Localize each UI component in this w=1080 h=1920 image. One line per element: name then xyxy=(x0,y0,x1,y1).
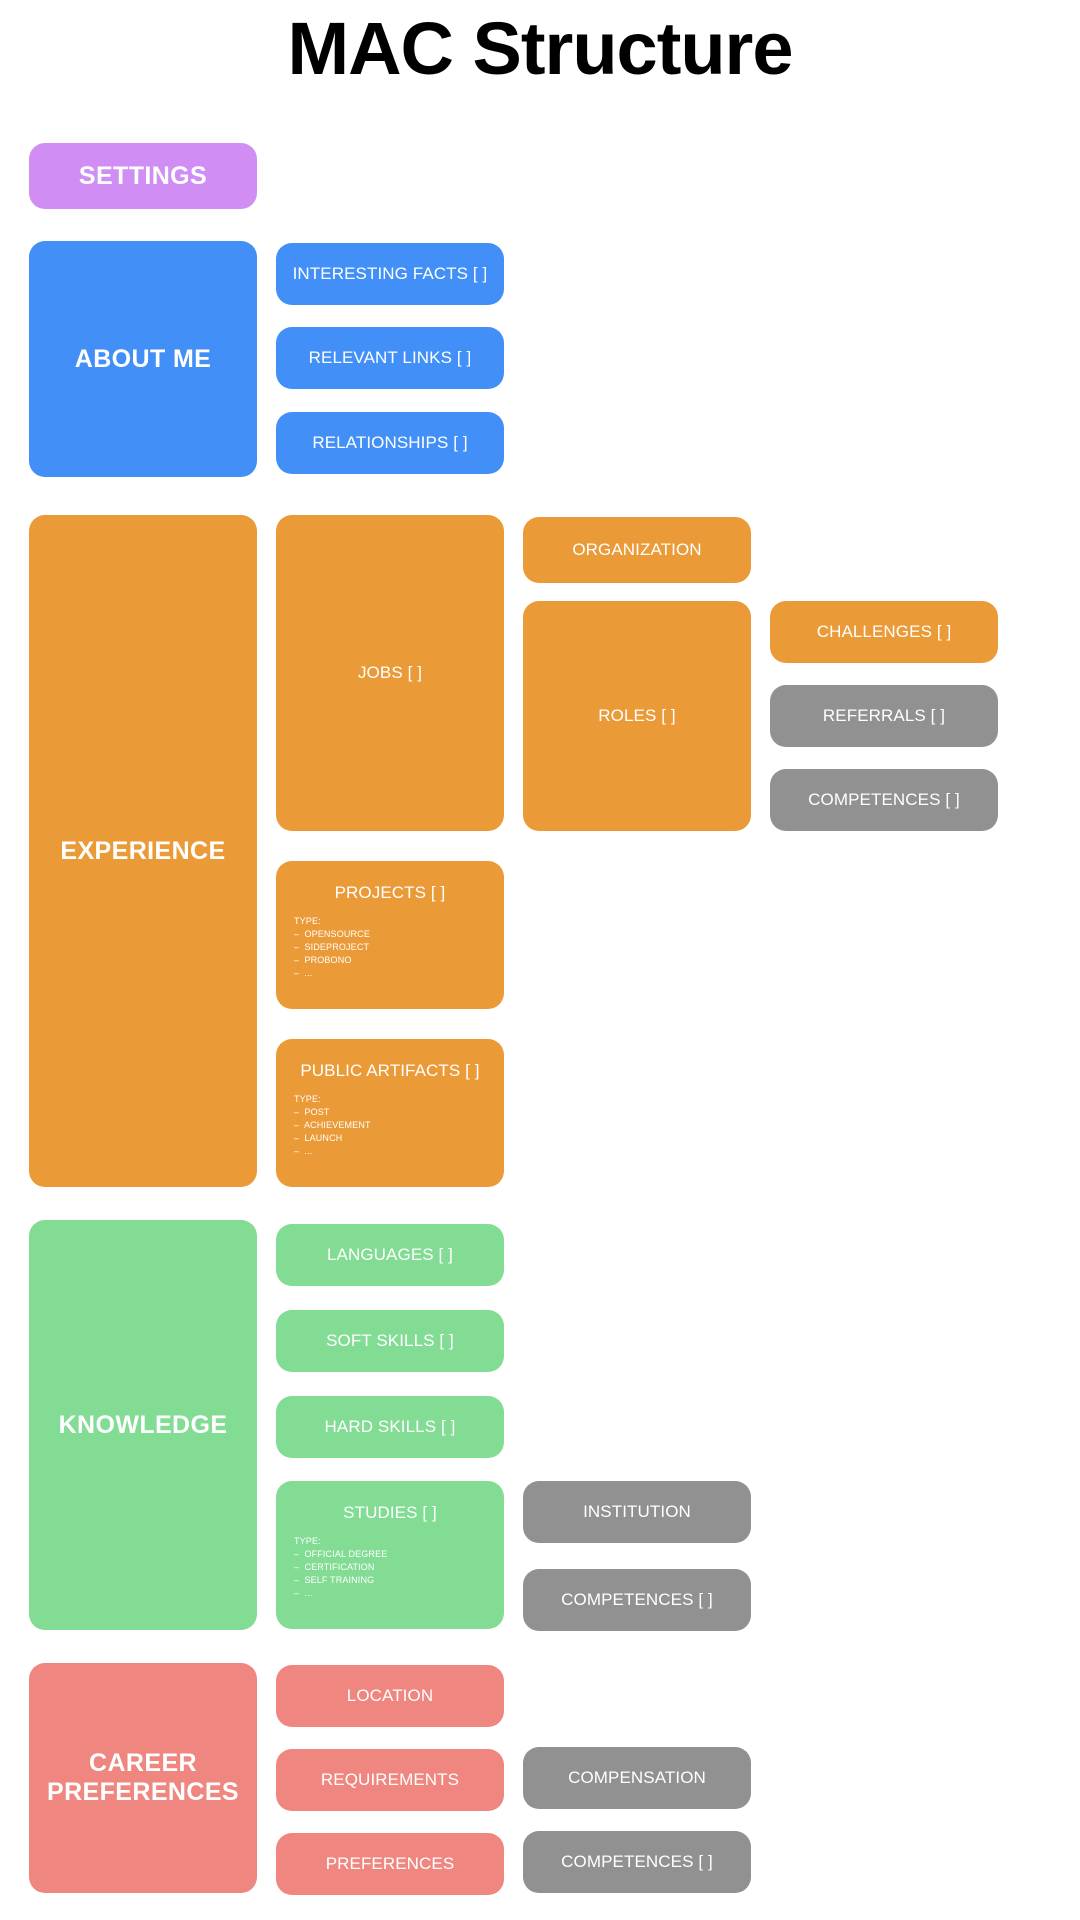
block-roles-label: ROLES [ ] xyxy=(598,706,676,725)
block-knowledge-label: KNOWLEDGE xyxy=(58,1410,228,1439)
block-career-preferences[interactable]: CAREER PREFERENCES xyxy=(29,1663,257,1893)
block-hard-skills[interactable]: HARD SKILLS [ ] xyxy=(276,1396,504,1458)
block-requirements-label: REQUIREMENTS xyxy=(320,1770,460,1789)
block-competences-preferences[interactable]: COMPETENCES [ ] xyxy=(523,1831,751,1893)
block-projects-type-list: – OPENSOURCE – SIDEPROJECT – PROBONO – .… xyxy=(294,929,370,979)
block-compensation-label: COMPENSATION xyxy=(568,1768,706,1787)
block-studies-types: TYPE: – OFFICIAL DEGREE – CERTIFICATION … xyxy=(294,1535,504,1600)
block-projects-types: TYPE: – OPENSOURCE – SIDEPROJECT – PROBO… xyxy=(294,915,504,980)
block-studies[interactable]: STUDIES [ ] TYPE: – OFFICIAL DEGREE – CE… xyxy=(276,1481,504,1629)
block-compensation[interactable]: COMPENSATION xyxy=(523,1747,751,1809)
block-location-label: LOCATION xyxy=(346,1686,434,1705)
block-organization-label: ORGANIZATION xyxy=(572,540,702,559)
block-public-artifacts[interactable]: PUBLIC ARTIFACTS [ ] TYPE: – POST – ACHI… xyxy=(276,1039,504,1187)
block-knowledge[interactable]: KNOWLEDGE xyxy=(29,1220,257,1630)
block-institution[interactable]: INSTITUTION xyxy=(523,1481,751,1543)
block-projects[interactable]: PROJECTS [ ] TYPE: – OPENSOURCE – SIDEPR… xyxy=(276,861,504,1009)
block-challenges[interactable]: CHALLENGES [ ] xyxy=(770,601,998,663)
block-jobs-label: JOBS [ ] xyxy=(357,663,423,682)
block-competences-studies-label: COMPETENCES [ ] xyxy=(561,1590,713,1609)
block-referrals[interactable]: REFERRALS [ ] xyxy=(770,685,998,747)
block-interesting-facts[interactable]: INTERESTING FACTS [ ] xyxy=(276,243,504,305)
block-competences-roles[interactable]: COMPETENCES [ ] xyxy=(770,769,998,831)
block-public-artifacts-types: TYPE: – POST – ACHIEVEMENT – LAUNCH – ..… xyxy=(294,1093,504,1158)
block-location[interactable]: LOCATION xyxy=(276,1665,504,1727)
block-institution-label: INSTITUTION xyxy=(583,1502,691,1521)
block-studies-label: STUDIES [ ] xyxy=(343,1503,437,1522)
block-relevant-links[interactable]: RELEVANT LINKS [ ] xyxy=(276,327,504,389)
block-hard-skills-label: HARD SKILLS [ ] xyxy=(324,1417,456,1436)
block-jobs[interactable]: JOBS [ ] xyxy=(276,515,504,831)
block-competences-preferences-label: COMPETENCES [ ] xyxy=(561,1852,713,1871)
block-studies-type-list: – OFFICIAL DEGREE – CERTIFICATION – SELF… xyxy=(294,1549,388,1599)
block-preferences[interactable]: PREFERENCES xyxy=(276,1833,504,1895)
block-projects-label: PROJECTS [ ] xyxy=(334,883,446,902)
block-competences-roles-label: COMPETENCES [ ] xyxy=(808,790,960,809)
block-projects-type-label: TYPE: xyxy=(294,916,321,926)
block-about-me[interactable]: ABOUT ME xyxy=(29,241,257,477)
block-preferences-label: PREFERENCES xyxy=(325,1854,455,1873)
block-experience[interactable]: EXPERIENCE xyxy=(29,515,257,1187)
block-settings[interactable]: SETTINGS xyxy=(29,143,257,209)
block-soft-skills[interactable]: SOFT SKILLS [ ] xyxy=(276,1310,504,1372)
block-studies-type-label: TYPE: xyxy=(294,1536,321,1546)
block-soft-skills-label: SOFT SKILLS [ ] xyxy=(326,1331,454,1350)
block-competences-studies[interactable]: COMPETENCES [ ] xyxy=(523,1569,751,1631)
block-requirements[interactable]: REQUIREMENTS xyxy=(276,1749,504,1811)
block-interesting-facts-label: INTERESTING FACTS [ ] xyxy=(292,264,488,283)
block-about-me-label: ABOUT ME xyxy=(74,344,212,373)
block-experience-label: EXPERIENCE xyxy=(60,836,226,865)
block-languages-label: LANGUAGES [ ] xyxy=(326,1245,453,1264)
block-career-preferences-label-line1: CAREER xyxy=(89,1749,197,1777)
block-roles[interactable]: ROLES [ ] xyxy=(523,601,751,831)
block-relevant-links-label: RELEVANT LINKS [ ] xyxy=(308,348,472,367)
block-organization[interactable]: ORGANIZATION xyxy=(523,517,751,583)
block-settings-label: SETTINGS xyxy=(78,161,208,190)
block-referrals-label: REFERRALS [ ] xyxy=(822,706,946,725)
block-challenges-label: CHALLENGES [ ] xyxy=(816,622,952,641)
block-relationships-label: RELATIONSHIPS [ ] xyxy=(312,433,468,452)
page-title: MAC Structure xyxy=(287,7,793,90)
block-public-artifacts-type-list: – POST – ACHIEVEMENT – LAUNCH – ... xyxy=(294,1107,371,1157)
block-languages[interactable]: LANGUAGES [ ] xyxy=(276,1224,504,1286)
block-relationships[interactable]: RELATIONSHIPS [ ] xyxy=(276,412,504,474)
block-public-artifacts-type-label: TYPE: xyxy=(294,1094,321,1104)
block-career-preferences-label-line2: PREFERENCES xyxy=(47,1778,239,1806)
block-public-artifacts-label: PUBLIC ARTIFACTS [ ] xyxy=(300,1061,480,1080)
